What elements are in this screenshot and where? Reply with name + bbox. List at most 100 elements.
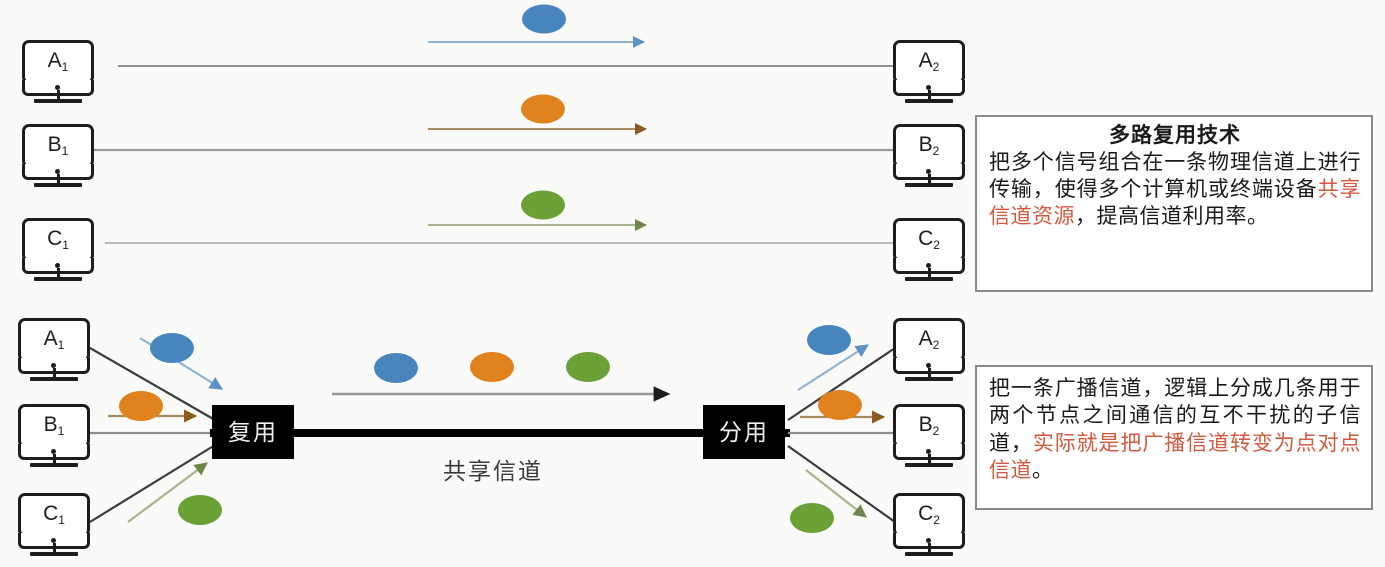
monitor-indicator-icon [55, 263, 60, 268]
monitor-screen: B2 [893, 404, 965, 448]
mux-arrow-green [127, 462, 208, 523]
info-box-body: 把一条广播信道，逻辑上分成几条用于两个节点之间通信的互不干扰的子信道，实际就是把… [989, 375, 1361, 484]
info-line-4-post: 。 [1032, 457, 1054, 482]
computer-label: A2 [918, 48, 940, 74]
computer-a1[interactable]: A1 [22, 40, 98, 106]
demux-arrow-blue [797, 344, 869, 391]
info-line-2: 几条用于两个节点之间通信的 [989, 376, 1361, 428]
info-line-4: 提高信道利用率。 [1096, 204, 1269, 228]
monitor-stand-icon [927, 368, 931, 378]
monitor-screen: A2 [893, 40, 965, 84]
computer-c1[interactable]: C1 [22, 218, 98, 284]
monitor-base-icon [905, 183, 953, 187]
computer-c2[interactable]: C2 [893, 218, 969, 284]
monitor-screen: C1 [18, 493, 90, 537]
monitor-stand-icon [56, 174, 60, 184]
computer-b2-bottom[interactable]: B2 [893, 404, 969, 470]
monitor-indicator-icon [926, 449, 931, 454]
demux-out-line-c [787, 445, 896, 523]
info-line-1: 把一条广播信道，逻辑上分成 [989, 376, 1274, 400]
monitor-base-icon [905, 377, 953, 381]
monitor-stand-icon [52, 368, 56, 378]
multiplexer-box[interactable]: 复用 [212, 405, 294, 459]
monitor-screen: A1 [22, 40, 94, 84]
computer-label: A1 [43, 326, 65, 352]
info-line-2: 道上进行传输，使得多个计算 [989, 150, 1361, 202]
ellipse-orange-channel [470, 352, 514, 382]
monitor-base-icon [905, 277, 953, 281]
computer-a2[interactable]: A2 [893, 40, 969, 106]
multiplexer-label: 复用 [228, 418, 278, 445]
monitor-screen: C1 [22, 218, 94, 262]
info-box-body: 把多个信号组合在一条物理信道上进行传输，使得多个计算机或终端设备共享信道资源，提… [989, 149, 1361, 230]
monitor-indicator-icon [55, 169, 60, 174]
computer-label: A2 [918, 326, 940, 352]
shared-channel-label: 共享信道 [443, 458, 543, 484]
info-line-4-highlight: 把广播信道转变为点对点信道 [989, 430, 1361, 482]
monitor-indicator-icon [51, 449, 56, 454]
ellipse-orange-top [521, 94, 565, 124]
demultiplexer-box[interactable]: 分用 [703, 405, 785, 459]
monitor-base-icon [34, 99, 82, 103]
monitor-stand-icon [52, 454, 56, 464]
monitor-base-icon [905, 552, 953, 556]
info-box-title: 多路复用技术 [1109, 122, 1241, 147]
info-box-broadcast: 把一条广播信道，逻辑上分成几条用于两个节点之间通信的互不干扰的子信道，实际就是把… [975, 365, 1373, 510]
computer-label: C2 [918, 501, 940, 527]
monitor-stand-icon [52, 543, 56, 553]
monitor-screen: C2 [893, 218, 965, 262]
computer-label: B1 [47, 132, 69, 158]
computer-a1-bottom[interactable]: A1 [18, 318, 94, 384]
ellipse-blue-demux [807, 325, 851, 355]
monitor-indicator-icon [926, 263, 931, 268]
mux-in-line-c [89, 444, 216, 523]
ellipse-green-mux [178, 495, 222, 525]
info-line-3-post: ， [1075, 204, 1097, 228]
computer-label: B2 [918, 412, 940, 438]
monitor-indicator-icon [926, 85, 931, 90]
monitor-stand-icon [927, 454, 931, 464]
monitor-indicator-icon [51, 538, 56, 543]
info-line-3-pre: 互不干扰的子信道， [989, 403, 1362, 455]
info-line-3-highlight: 共享信道资源 [989, 177, 1361, 228]
computer-a2-bottom[interactable]: A2 [893, 318, 969, 384]
monitor-screen: B2 [893, 124, 965, 168]
mux-in-line-a [89, 347, 216, 421]
ellipse-blue-channel [374, 353, 418, 383]
monitor-indicator-icon [926, 169, 931, 174]
monitor-screen: A1 [18, 318, 90, 362]
demux-arrow-green [805, 469, 867, 518]
demultiplexer-label: 分用 [719, 418, 769, 445]
monitor-stand-icon [927, 268, 931, 278]
monitor-base-icon [34, 183, 82, 187]
monitor-screen: C2 [893, 493, 965, 537]
monitor-base-icon [34, 277, 82, 281]
computer-label: C1 [43, 501, 65, 527]
ellipse-blue-top [522, 4, 566, 34]
info-box-multiplexing: 多路复用技术 把多个信号组合在一条物理信道上进行传输，使得多个计算机或终端设备共… [975, 115, 1373, 292]
monitor-stand-icon [927, 90, 931, 100]
ellipse-green-top [521, 190, 565, 220]
computer-b2[interactable]: B2 [893, 124, 969, 190]
computer-b1[interactable]: B1 [22, 124, 98, 190]
computer-label: C1 [47, 226, 69, 252]
monitor-stand-icon [927, 543, 931, 553]
monitor-indicator-icon [926, 538, 931, 543]
monitor-stand-icon [56, 90, 60, 100]
computer-c2-bottom[interactable]: C2 [893, 493, 969, 559]
computer-label: A1 [47, 48, 69, 74]
info-line-3-highlight: 实际就是 [1032, 430, 1121, 455]
computer-c1-bottom[interactable]: C1 [18, 493, 94, 559]
monitor-stand-icon [927, 174, 931, 184]
monitor-base-icon [905, 463, 953, 467]
computer-b1-bottom[interactable]: B1 [18, 404, 94, 470]
monitor-base-icon [30, 463, 78, 467]
monitor-screen: B1 [22, 124, 94, 168]
monitor-indicator-icon [51, 363, 56, 368]
monitor-base-icon [30, 377, 78, 381]
monitor-stand-icon [56, 268, 60, 278]
ellipse-orange-mux [119, 391, 163, 421]
ellipse-green-demux [790, 503, 834, 533]
